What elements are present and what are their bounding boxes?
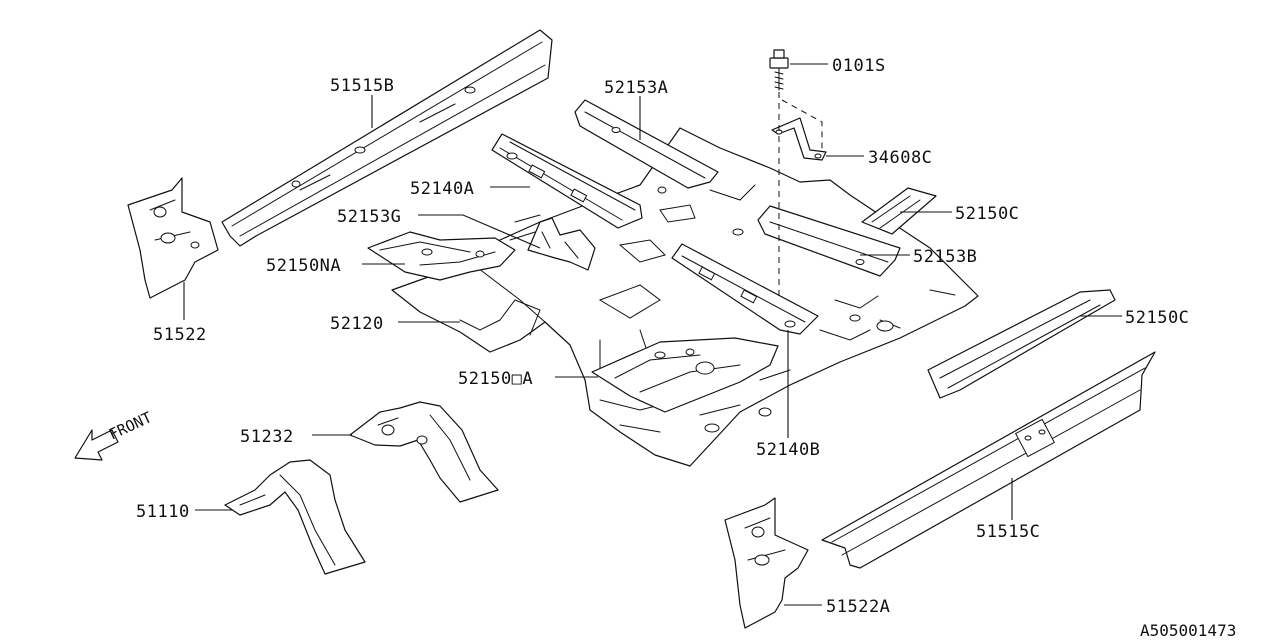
panel-52150NA (367, 231, 516, 281)
label-51515B: 51515B (330, 76, 394, 96)
label-34608C: 34608C (868, 148, 932, 168)
label-52150C-lower: 52150C (1125, 308, 1189, 328)
wheel-arch-51110 (224, 459, 366, 575)
panel-52150C-upper (861, 187, 937, 235)
label-52140A: 52140A (410, 179, 474, 199)
wheel-arch-51232 (349, 401, 499, 503)
side-sill-51515B (221, 29, 553, 247)
bolt-0101S (769, 49, 789, 91)
rail-52153A (574, 99, 719, 189)
front-floor-52150DA (591, 337, 779, 413)
label-51110: 51110 (136, 502, 190, 522)
pillar-base-51522A (724, 497, 809, 629)
side-sill-51515C (821, 351, 1156, 569)
panel-52150C-lower (927, 289, 1116, 399)
part-labels: 51515B 52153A 0101S 34608C 52140A 52150C… (136, 56, 1236, 640)
front-arrow: FRONT (74, 408, 155, 461)
label-52150C-upper: 52150C (955, 204, 1019, 224)
label-52140B: 52140B (756, 440, 820, 460)
cross-member-52140A (491, 133, 643, 229)
label-51232: 51232 (240, 427, 294, 447)
cross-member-52140B (671, 243, 819, 335)
label-52150NA: 52150NA (266, 256, 341, 276)
label-52120: 52120 (330, 314, 384, 334)
bracket-52153G (527, 217, 596, 271)
pillar-base-51522 (127, 177, 219, 299)
front-label: FRONT (106, 408, 155, 443)
label-51515C: 51515C (976, 522, 1040, 542)
leader-lines (183, 63, 1122, 606)
label-51522A: 51522A (826, 597, 890, 617)
label-52153A: 52153A (604, 78, 668, 98)
reference-code: A505001473 (1140, 621, 1236, 640)
assembly-line-bracket (781, 99, 823, 152)
label-0101S: 0101S (832, 56, 886, 76)
label-52150DA: 52150□A (458, 369, 533, 389)
label-52153G: 52153G (337, 207, 401, 227)
label-52153B: 52153B (913, 247, 977, 267)
bracket-34608C (771, 117, 827, 161)
label-51522: 51522 (153, 325, 207, 345)
